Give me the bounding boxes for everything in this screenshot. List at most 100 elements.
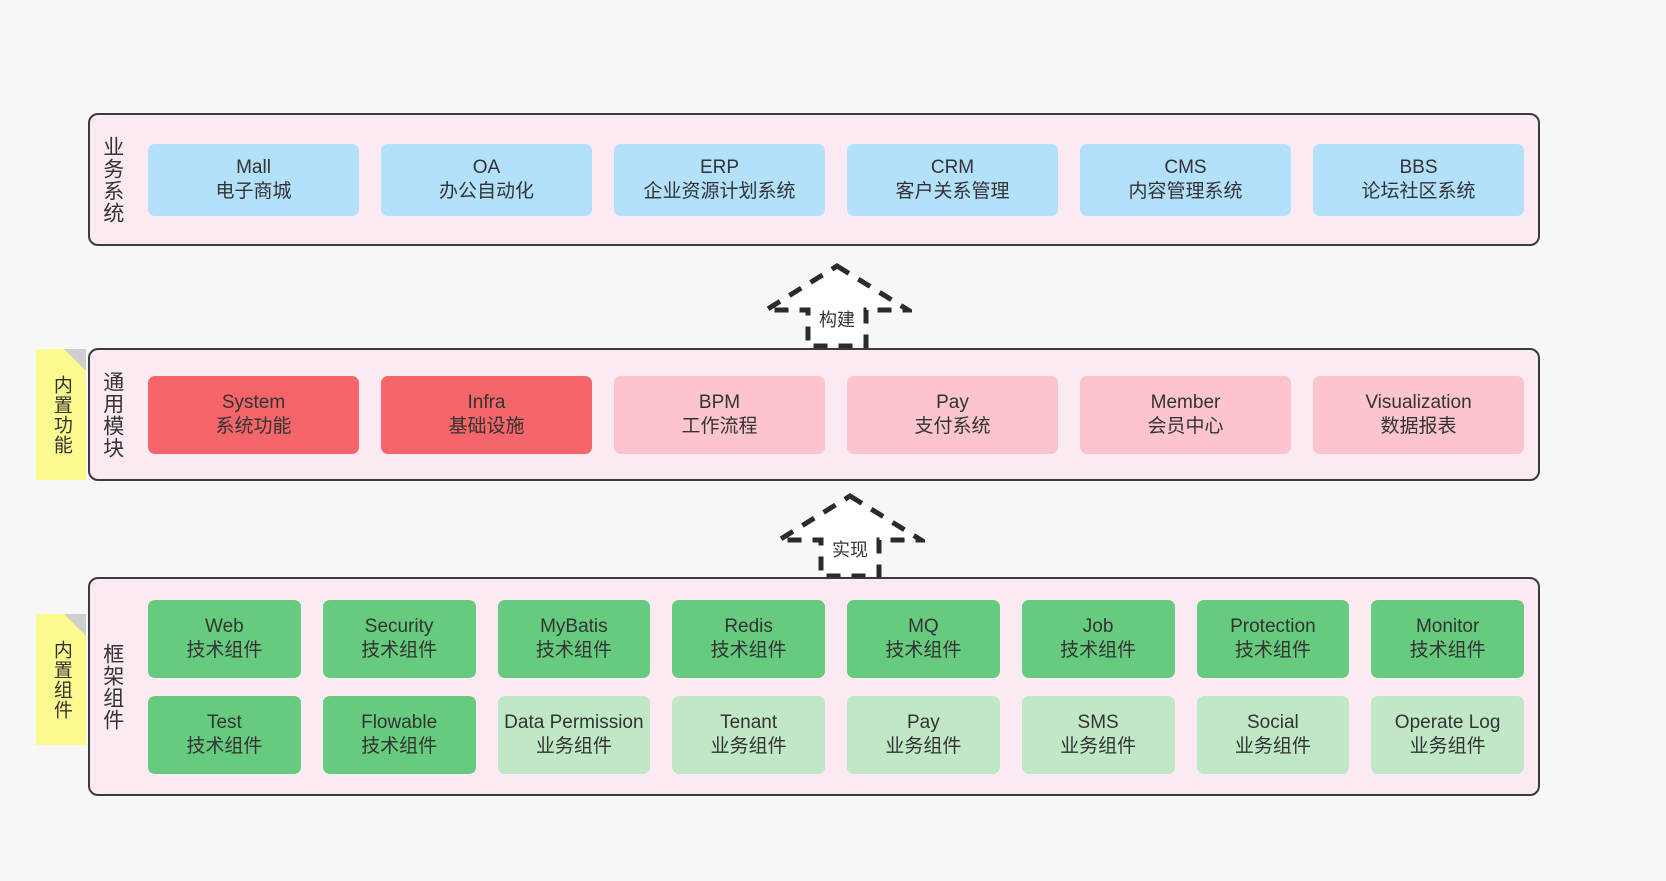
node-bbs-name: BBS [1399, 157, 1438, 179]
node-test-name: Test [206, 712, 242, 734]
sticky-note-builtin-function: 内置功能 [36, 349, 86, 480]
node-sms-name: SMS [1077, 712, 1119, 734]
node-protection[interactable]: Protection 技术组件 [1196, 599, 1350, 678]
node-social[interactable]: Social 业务组件 [1196, 695, 1350, 774]
node-tenant-desc: 业务组件 [710, 735, 787, 757]
node-operate-log[interactable]: Operate Log 业务组件 [1371, 695, 1524, 774]
node-oa-desc: 办公自动化 [438, 180, 534, 202]
node-flowable[interactable]: Flowable 技术组件 [322, 695, 476, 774]
node-web-desc: 技术组件 [186, 639, 263, 661]
node-tenant[interactable]: Tenant 业务组件 [672, 695, 825, 774]
node-security-name: Security [364, 616, 434, 638]
node-mq-desc: 技术组件 [885, 639, 962, 661]
node-mall[interactable]: Mall 电子商城 [148, 143, 359, 216]
node-bbs-desc: 论坛社区系统 [1361, 180, 1476, 202]
node-job-desc: 技术组件 [1060, 639, 1137, 661]
node-pay-module-desc: 支付系统 [914, 415, 991, 437]
node-mall-desc: 电子商城 [215, 180, 292, 202]
node-data-permission-desc: 业务组件 [535, 735, 612, 757]
node-bpm-desc: 工作流程 [681, 415, 758, 437]
node-redis-name: Redis [724, 616, 773, 638]
node-oa[interactable]: OA 办公自动化 [381, 143, 592, 216]
node-security-desc: 技术组件 [361, 639, 438, 661]
node-member-name: Member [1150, 392, 1221, 414]
node-monitor-name: Monitor [1415, 616, 1480, 638]
node-test[interactable]: Test 技术组件 [148, 695, 301, 774]
sticky-note-builtin-component-label: 内置组件 [50, 639, 72, 720]
layer-framework-row-0: Web 技术组件 Security 技术组件 MyBatis 技术组件 Redi… [148, 599, 1524, 678]
node-web[interactable]: Web 技术组件 [148, 599, 301, 678]
node-web-name: Web [205, 616, 244, 638]
node-pay-module[interactable]: Pay 支付系统 [847, 375, 1058, 454]
node-social-name: Social [1247, 712, 1299, 734]
arrow-implement-up-icon: 实现 [775, 492, 925, 578]
node-crm-name: CRM [930, 157, 975, 179]
node-system-name: System [221, 392, 286, 414]
node-mybatis-name: MyBatis [540, 616, 608, 638]
layer-common-modules: 通用模块 System 系统功能 Infra 基础设施 BPM 工作流程 Pay… [88, 348, 1540, 481]
node-mybatis-desc: 技术组件 [535, 639, 612, 661]
node-operate-log-desc: 业务组件 [1409, 735, 1486, 757]
node-crm[interactable]: CRM 客户关系管理 [847, 143, 1058, 216]
layer-title-framework: 框架组件 [100, 642, 124, 731]
layer-body-framework: Web 技术组件 Security 技术组件 MyBatis 技术组件 Redi… [134, 579, 1538, 794]
node-system-desc: 系统功能 [215, 415, 292, 437]
layer-business-systems: 业务系统 Mall 电子商城 OA 办公自动化 ERP 企业资源计划系统 CRM… [88, 113, 1540, 246]
node-mybatis[interactable]: MyBatis 技术组件 [497, 599, 651, 678]
node-visualization-name: Visualization [1365, 392, 1472, 414]
node-monitor[interactable]: Monitor 技术组件 [1371, 599, 1524, 678]
node-social-desc: 业务组件 [1234, 735, 1311, 757]
node-cms[interactable]: CMS 内容管理系统 [1080, 143, 1291, 216]
node-redis[interactable]: Redis 技术组件 [672, 599, 825, 678]
node-pay-component-desc: 业务组件 [885, 735, 962, 757]
node-data-permission[interactable]: Data Permission 业务组件 [497, 695, 651, 774]
node-mq-name: MQ [908, 616, 939, 638]
node-protection-name: Protection [1230, 616, 1316, 638]
layer-framework-row-1: Test 技术组件 Flowable 技术组件 Data Permission … [148, 695, 1524, 774]
layer-body-business: Mall 电子商城 OA 办公自动化 ERP 企业资源计划系统 CRM 客户关系… [134, 115, 1538, 244]
node-erp[interactable]: ERP 企业资源计划系统 [614, 143, 825, 216]
node-data-permission-name: Data Permission [504, 712, 644, 734]
node-sms-desc: 业务组件 [1060, 735, 1137, 757]
node-visualization[interactable]: Visualization 数据报表 [1313, 375, 1524, 454]
node-system[interactable]: System 系统功能 [148, 375, 359, 454]
node-bpm[interactable]: BPM 工作流程 [614, 375, 825, 454]
node-crm-desc: 客户关系管理 [895, 180, 1010, 202]
node-cms-name: CMS [1164, 157, 1207, 179]
node-erp-desc: 企业资源计划系统 [643, 180, 796, 202]
node-mall-name: Mall [236, 157, 271, 179]
node-pay-module-name: Pay [936, 392, 969, 414]
node-infra-name: Infra [467, 392, 506, 414]
node-tenant-name: Tenant [720, 712, 778, 734]
layer-body-modules: System 系统功能 Infra 基础设施 BPM 工作流程 Pay 支付系统… [134, 350, 1538, 479]
node-bbs[interactable]: BBS 论坛社区系统 [1313, 143, 1524, 216]
node-erp-name: ERP [699, 157, 740, 179]
node-visualization-desc: 数据报表 [1380, 415, 1457, 437]
layer-modules-row-0: System 系统功能 Infra 基础设施 BPM 工作流程 Pay 支付系统… [148, 375, 1524, 454]
node-flowable-desc: 技术组件 [361, 735, 438, 757]
node-sms[interactable]: SMS 业务组件 [1021, 695, 1175, 774]
sticky-note-builtin-component: 内置组件 [36, 614, 86, 745]
node-security[interactable]: Security 技术组件 [322, 599, 476, 678]
node-protection-desc: 技术组件 [1234, 639, 1311, 661]
node-operate-log-name: Operate Log [1394, 712, 1501, 734]
node-redis-desc: 技术组件 [710, 639, 787, 661]
node-member-desc: 会员中心 [1147, 415, 1224, 437]
node-pay-component[interactable]: Pay 业务组件 [847, 695, 1000, 774]
node-bpm-name: BPM [698, 392, 741, 414]
node-oa-name: OA [472, 157, 501, 179]
layer-framework-components: 框架组件 Web 技术组件 Security 技术组件 MyBatis 技术组件… [88, 577, 1540, 796]
layer-title-modules: 通用模块 [100, 370, 124, 459]
node-job[interactable]: Job 技术组件 [1021, 599, 1175, 678]
node-mq[interactable]: MQ 技术组件 [847, 599, 1000, 678]
node-job-name: Job [1082, 616, 1114, 638]
layer-title-business: 业务系统 [100, 135, 124, 224]
node-infra-desc: 基础设施 [448, 415, 525, 437]
node-member[interactable]: Member 会员中心 [1080, 375, 1291, 454]
node-flowable-name: Flowable [361, 712, 438, 734]
arrow-build-up-icon: 构建 [762, 262, 912, 348]
node-monitor-desc: 技术组件 [1409, 639, 1486, 661]
sticky-note-builtin-function-label: 内置功能 [50, 374, 72, 455]
node-infra[interactable]: Infra 基础设施 [381, 375, 592, 454]
